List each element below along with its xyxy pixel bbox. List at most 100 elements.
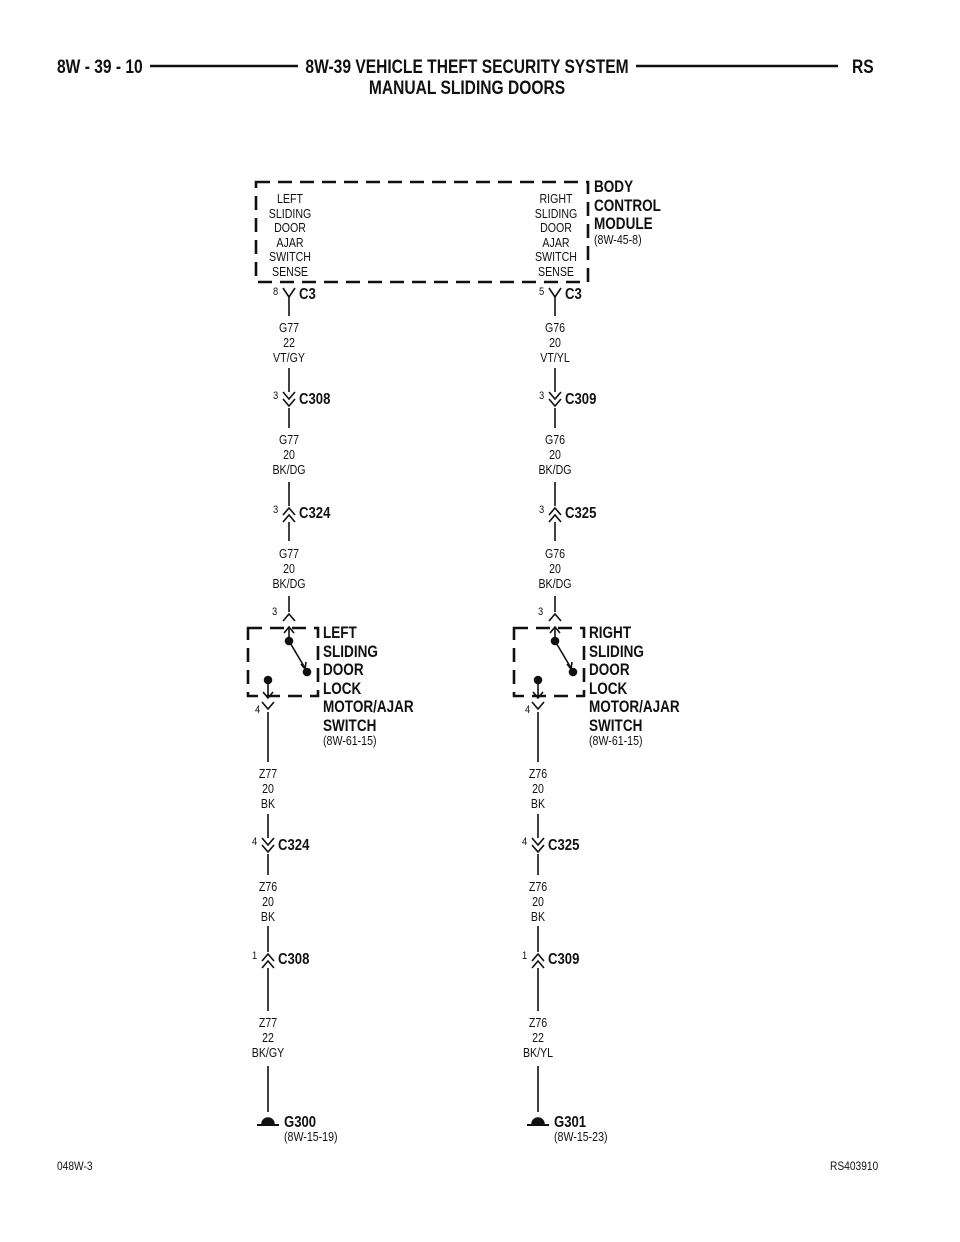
ground-icon bbox=[261, 1117, 275, 1125]
connector-male-icon bbox=[548, 506, 562, 516]
pin-number: 3 bbox=[273, 504, 279, 516]
arrow-up-icon bbox=[549, 625, 561, 634]
page-title: 8W-39 VEHICLE THEFT SECURITY SYSTEM bbox=[305, 57, 629, 78]
bcm-left-sense-label: SLIDING bbox=[268, 206, 312, 221]
bcm-right-sense-label: SLIDING bbox=[534, 206, 578, 221]
switch-arm-icon bbox=[554, 640, 572, 669]
wire-label: 20 bbox=[549, 448, 561, 462]
wire-label: BK/DG bbox=[538, 577, 572, 591]
bcm-name: MODULE bbox=[594, 215, 653, 234]
ground-icon bbox=[531, 1117, 545, 1125]
connector-name: C3 bbox=[565, 286, 582, 303]
arrow-icon bbox=[300, 661, 307, 671]
bcm-page-ref: (8W-45-8) bbox=[594, 233, 642, 247]
pin-number: 3 bbox=[273, 390, 279, 402]
pin-number: 4 bbox=[255, 704, 261, 716]
wire-label: 20 bbox=[262, 895, 274, 909]
switch-name: LEFT bbox=[323, 624, 357, 642]
bcm-left-sense-label: AJAR bbox=[276, 235, 304, 250]
connector-male-icon bbox=[531, 844, 545, 854]
arrow-down-icon bbox=[262, 691, 274, 700]
pin-number: 3 bbox=[539, 390, 545, 402]
wire-label: Z76 bbox=[528, 767, 548, 781]
connector-y-icon bbox=[548, 287, 562, 299]
switch-name: DOOR bbox=[589, 661, 630, 680]
connector-female-icon bbox=[282, 391, 296, 401]
page-subtitle: MANUAL SLIDING DOORS bbox=[368, 78, 566, 99]
connector-name: C324 bbox=[299, 505, 331, 522]
switch-page-ref: (8W-61-15) bbox=[323, 734, 377, 748]
wire-label: BK/GY bbox=[251, 1046, 285, 1060]
wire-label: Z76 bbox=[258, 880, 278, 894]
wire-label: BK/DG bbox=[538, 463, 572, 477]
ground-page-ref: (8W-15-23) bbox=[554, 1130, 608, 1144]
wire-label: 20 bbox=[532, 782, 544, 796]
switch-name: MOTOR/AJAR bbox=[323, 698, 414, 717]
switch-pin-in-icon bbox=[282, 612, 296, 622]
switch-name: MOTOR/AJAR bbox=[589, 698, 680, 717]
wire-label: 22 bbox=[283, 336, 295, 350]
pin-number: 3 bbox=[538, 606, 544, 618]
pin-number: 4 bbox=[522, 836, 528, 848]
wire-label: BK bbox=[530, 797, 546, 811]
wire-label: 22 bbox=[532, 1031, 544, 1045]
wire-label: Z77 bbox=[258, 767, 278, 781]
switch-box bbox=[512, 626, 586, 698]
switch-pin-out-icon bbox=[531, 701, 545, 711]
footer-image-id: RS403910 bbox=[830, 1159, 879, 1173]
pin-number: 5 bbox=[539, 286, 545, 298]
switch-box bbox=[246, 626, 320, 698]
pin-number: 3 bbox=[539, 504, 545, 516]
connector-male-icon bbox=[548, 398, 562, 408]
bcm-left-sense-label: DOOR bbox=[274, 221, 306, 236]
bcm-left-sense-label: SWITCH bbox=[269, 250, 311, 265]
pin-number: 8 bbox=[273, 286, 279, 298]
pin-number: 1 bbox=[252, 950, 258, 962]
wire-label: 20 bbox=[549, 562, 561, 576]
bcm-right-sense-label: SENSE bbox=[537, 265, 575, 279]
connector-male-icon bbox=[531, 952, 545, 962]
wire-label: Z77 bbox=[258, 1016, 278, 1030]
switch-name: DOOR bbox=[323, 661, 364, 680]
wire-label: BK bbox=[260, 797, 276, 811]
bcm-right-sense-label: SWITCH bbox=[535, 250, 577, 265]
switch-name: RIGHT bbox=[589, 624, 632, 642]
connector-female-icon bbox=[261, 959, 275, 969]
connector-male-icon bbox=[261, 844, 275, 854]
wire-label: 20 bbox=[262, 782, 274, 796]
connector-male-icon bbox=[261, 952, 275, 962]
connector-name: C325 bbox=[565, 505, 597, 522]
bcm-right-sense-label: RIGHT bbox=[539, 192, 573, 206]
wire-label: BK/DG bbox=[272, 463, 306, 477]
wire-label: 20 bbox=[549, 336, 561, 350]
bcm-right-sense-label: AJAR bbox=[542, 235, 570, 250]
arrow-icon bbox=[566, 661, 573, 671]
pin-number: 3 bbox=[272, 606, 278, 618]
wire-label: BK bbox=[260, 910, 276, 924]
bcm-name: CONTROL bbox=[594, 196, 661, 215]
connector-y-icon bbox=[282, 287, 296, 299]
switch-name: LOCK bbox=[589, 679, 628, 698]
switch-page-ref: (8W-61-15) bbox=[589, 734, 643, 748]
connector-female-icon bbox=[261, 837, 275, 847]
switch-name: LOCK bbox=[323, 679, 362, 698]
body-control-module-box bbox=[254, 180, 590, 284]
connector-name: C324 bbox=[278, 837, 310, 854]
connector-female-icon bbox=[548, 391, 562, 401]
ground-page-ref: (8W-15-19) bbox=[284, 1130, 338, 1144]
connector-male-icon bbox=[282, 398, 296, 408]
switch-name: SWITCH bbox=[589, 717, 643, 735]
wire-label: 20 bbox=[532, 895, 544, 909]
wire-label: BK bbox=[530, 910, 546, 924]
bcm-left-sense-label: SENSE bbox=[271, 265, 309, 279]
wire-label: 20 bbox=[283, 448, 295, 462]
model-code: RS bbox=[852, 57, 874, 78]
connector-name: C309 bbox=[548, 951, 580, 968]
ground-name: G301 bbox=[554, 1114, 587, 1131]
connector-name: C308 bbox=[299, 391, 331, 408]
wire-label: 20 bbox=[283, 562, 295, 576]
wire-label: VT/YL bbox=[540, 351, 570, 365]
wire-label: BK/DG bbox=[272, 577, 306, 591]
bcm-name: BODY bbox=[594, 178, 634, 196]
